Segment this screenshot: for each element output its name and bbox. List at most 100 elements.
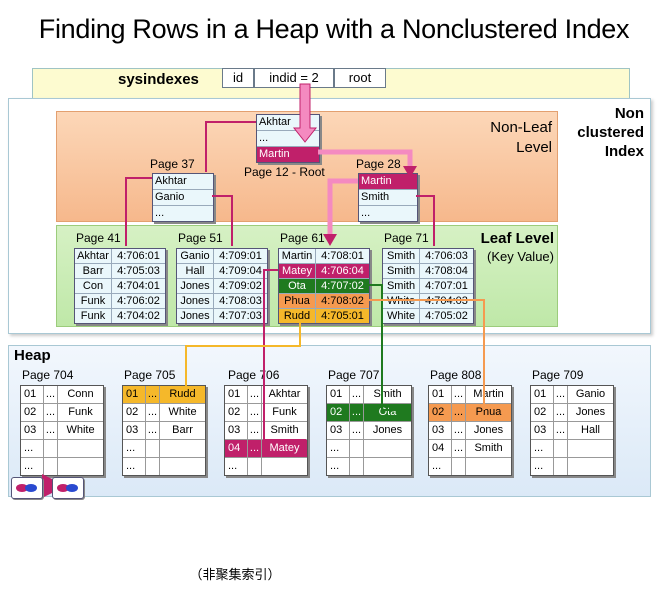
leaf-rid-highlight: 4:708:02 xyxy=(321,295,364,307)
leaf-rid: 4:705:03 xyxy=(117,265,160,277)
sysindexes-id-cell: id xyxy=(222,68,254,88)
leaf-rid: 4:704:02 xyxy=(117,310,160,322)
leaf-level-label: Leaf Level xyxy=(480,230,554,247)
leaf-page-71-title: Page 71 xyxy=(384,231,429,245)
slot-number: 02 xyxy=(429,404,452,421)
slot-dots: ... xyxy=(452,404,466,421)
slot-number: 02 xyxy=(21,404,44,421)
page-37: Akhtar Ganio ... xyxy=(152,173,214,222)
slot-dots: ... xyxy=(248,422,262,439)
slot-number: 04 xyxy=(429,440,452,457)
sysindexes-root-cell: root xyxy=(334,68,386,88)
slot-number: ... xyxy=(429,458,452,475)
leaf-rid: 4:704:01 xyxy=(117,280,160,292)
leaf-key-highlight: Rudd xyxy=(279,309,316,323)
slot-number: 01 xyxy=(531,386,554,403)
page-28-row: Smith xyxy=(359,190,417,206)
slot-value: White xyxy=(168,406,197,418)
slot-dots xyxy=(146,458,160,475)
slot-number: 03 xyxy=(327,422,350,439)
slot-number: 02 xyxy=(225,404,248,421)
pointer-phua xyxy=(368,299,485,410)
slot-value: Conn xyxy=(67,388,94,400)
slot-number: 01 xyxy=(225,386,248,403)
slot-dots: ... xyxy=(146,386,160,403)
slot-number: 04 xyxy=(225,440,248,457)
root-page: Akhtar ... Martin xyxy=(256,114,320,163)
slot-number: ... xyxy=(123,440,146,457)
page-37-row: Ganio xyxy=(153,190,213,206)
slot-number: ... xyxy=(327,458,350,475)
heap-page-709: 01...Ganio 02...Jones 03...Hall ... ... xyxy=(530,385,614,476)
slot-number: 03 xyxy=(225,422,248,439)
leaf-key: Martin xyxy=(279,249,316,263)
slot-dots: ... xyxy=(146,422,160,439)
leaf-rid: 4:706:03 xyxy=(425,250,468,262)
leaf-key: Akhtar xyxy=(75,249,112,263)
nonleaf-level-label: Non-Leaf Level xyxy=(470,118,552,158)
slot-dots xyxy=(44,440,58,457)
slot-number: 02 xyxy=(327,404,350,421)
slot-dots: ... xyxy=(350,386,364,403)
slot-dots xyxy=(146,440,160,457)
pointer-glyph-icon xyxy=(57,484,78,492)
slot-dots: ... xyxy=(248,404,262,421)
slot-value: Smith xyxy=(373,388,402,400)
connector-p28-right xyxy=(416,195,435,246)
leaf-rid: 4:709:04 xyxy=(219,265,262,277)
page-37-row: Akhtar xyxy=(153,174,213,190)
connector-p37-left xyxy=(125,177,152,246)
leaf-rid: 4:707:01 xyxy=(425,280,468,292)
slot-value: Martin xyxy=(473,388,504,400)
slot-value: Barr xyxy=(172,424,193,436)
slot-number: 03 xyxy=(123,422,146,439)
leaf-key: Smith xyxy=(383,249,420,263)
leaf-key: Jones xyxy=(177,294,214,308)
leaf-rid: 4:709:02 xyxy=(219,280,262,292)
leaf-key: Ganio xyxy=(177,249,214,263)
leaf-rid: 4:708:04 xyxy=(425,265,468,277)
nc-label-line2: clustered xyxy=(577,124,644,141)
heap-page-808: 01...Martin 02...Phua 03...Jones 04...Sm… xyxy=(428,385,512,476)
slot-value: Smith xyxy=(474,442,503,454)
slot-dots xyxy=(248,458,262,475)
slot-value: Funk xyxy=(272,406,297,418)
leaf-key: Jones xyxy=(177,279,214,293)
slot-number: ... xyxy=(327,440,350,457)
page-28-row-selected: Martin xyxy=(359,174,417,190)
slot-dots: ... xyxy=(554,386,568,403)
page-link-icon-right xyxy=(52,477,84,499)
page-link-icon-left xyxy=(11,477,43,499)
slot-value: Jones xyxy=(372,424,403,436)
heap-label: Heap xyxy=(14,347,51,364)
page-37-row: ... xyxy=(155,207,165,219)
slot-value: Hall xyxy=(581,424,600,436)
root-page-caption: Page 12 - Root xyxy=(244,165,325,179)
heap-page-706-title: Page 706 xyxy=(228,368,280,382)
heap-page-707: 01...Smith 02...Ota 03...Jones ... ... xyxy=(326,385,412,476)
slot-dots xyxy=(44,458,58,475)
slot-dots: ... xyxy=(452,422,466,439)
slot-dots xyxy=(350,440,364,457)
leaf-key: Barr xyxy=(75,264,112,278)
slot-value: Funk xyxy=(68,406,93,418)
pointer-rudd xyxy=(185,322,301,386)
slot-dots: ... xyxy=(452,386,466,403)
nonclustered-index-label: Non clustered Index xyxy=(577,104,644,161)
slot-number: 01 xyxy=(429,386,452,403)
slot-number: ... xyxy=(531,440,554,457)
slot-value: Akhtar xyxy=(268,388,301,400)
root-pointer-arrow xyxy=(292,83,318,143)
leaf-key: Funk xyxy=(75,309,112,323)
heap-page-705: 01...Rudd 02...White 03...Barr ... ... xyxy=(122,385,206,476)
arrow-page-28-to-leaf-61 xyxy=(327,178,358,236)
leaf-page-41-title: Page 41 xyxy=(76,231,121,245)
arrow-root-to-page-28 xyxy=(318,149,413,168)
sysindexes-indid-cell: indid = 2 xyxy=(254,68,334,88)
sysindexes-label: sysindexes xyxy=(118,71,199,88)
leaf-page-61-title: Page 61 xyxy=(280,231,325,245)
root-row: ... xyxy=(257,131,319,147)
slot-number: 02 xyxy=(531,404,554,421)
